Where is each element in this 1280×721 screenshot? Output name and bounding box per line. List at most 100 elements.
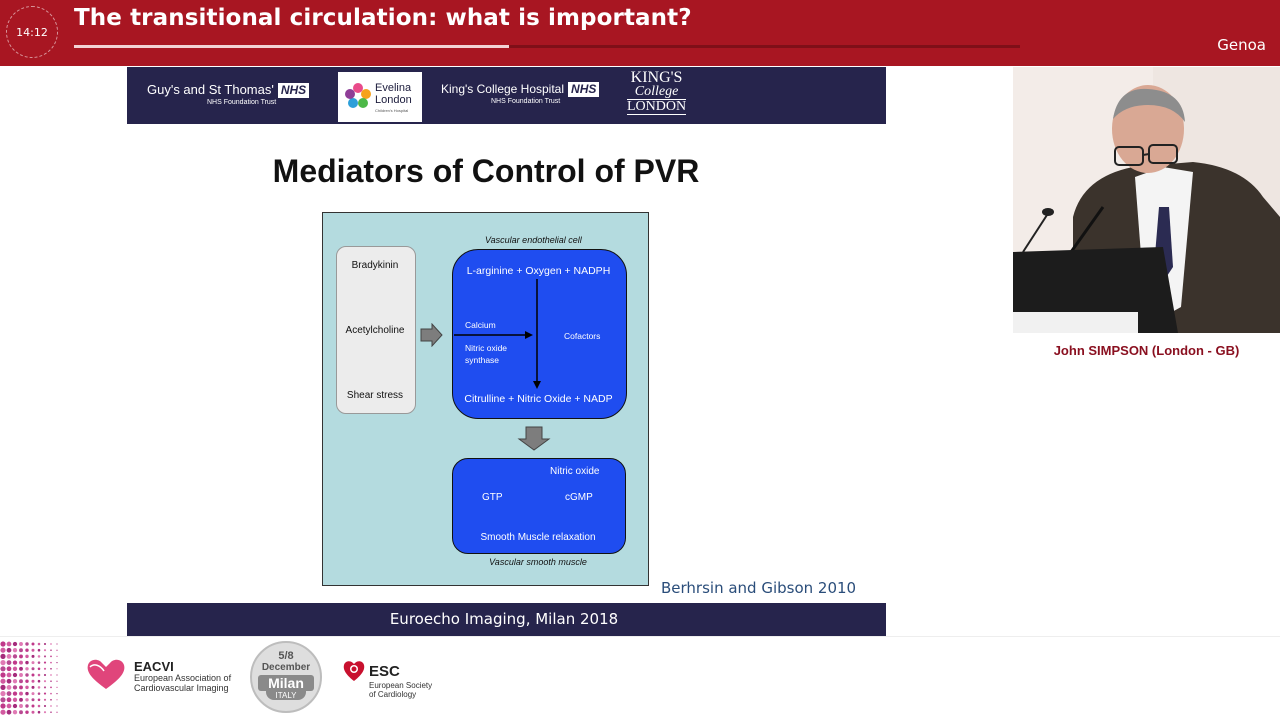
- decorative-dot: [37, 673, 41, 677]
- guys-name: Guy's and St Thomas': [147, 82, 274, 97]
- products-text: Citrulline + Nitric Oxide + NADP: [464, 393, 613, 405]
- decorative-dot: [43, 655, 47, 658]
- decorative-dot: [50, 698, 52, 701]
- mediator-shear-stress: Shear stress: [346, 390, 404, 401]
- decorative-dot: [43, 642, 47, 646]
- decorative-dot: [56, 643, 58, 645]
- decorative-dot: [37, 667, 41, 671]
- decorative-dot: [19, 673, 23, 677]
- decorative-dot: [25, 660, 29, 665]
- cgmp-text: cGMP: [565, 492, 593, 503]
- decorative-dot: [31, 679, 35, 683]
- nitric-oxide-text: Nitric oxide: [550, 466, 600, 477]
- decorative-dot: [31, 698, 35, 702]
- decorative-dot: [25, 685, 29, 690]
- decorative-dot: [6, 672, 12, 678]
- decorative-dot: [31, 654, 35, 658]
- decorative-dot: [6, 641, 12, 647]
- decorative-dot: [0, 666, 6, 672]
- decorative-dot: [19, 691, 23, 696]
- gtp-text: GTP: [482, 492, 503, 503]
- decorative-dot: [25, 704, 29, 708]
- decorative-dot: [50, 661, 52, 664]
- decorative-dot: [6, 685, 12, 690]
- decorative-dot: [19, 654, 23, 659]
- arrowhead: [525, 331, 533, 339]
- decorative-dot: [25, 673, 29, 677]
- decorative-dot: [12, 703, 18, 709]
- header-bar: 14:12 The transitional circulation: what…: [0, 0, 1280, 66]
- decorative-dot: [25, 679, 29, 683]
- decorative-dot: [12, 641, 18, 647]
- decorative-dot: [31, 648, 35, 652]
- slide-footer-text: Euroecho Imaging, Milan 2018: [389, 610, 619, 628]
- evelina-logo: Evelina London Children's Hospital: [338, 72, 422, 122]
- decorative-dot: [25, 654, 29, 659]
- flower-icon: [345, 83, 371, 108]
- endothelial-cell-label: Vascular endothelial cell: [485, 235, 582, 245]
- eacvi-subtitle: European Association of Cardiovascular I…: [134, 673, 231, 693]
- decorative-dot: [43, 680, 47, 683]
- decorative-dot: [12, 710, 18, 715]
- decorative-dot: [37, 698, 41, 702]
- nos-enzyme-text: Nitric oxide synthase: [465, 342, 507, 366]
- decorative-dot: [43, 711, 47, 714]
- decorative-dot: [6, 691, 12, 696]
- decorative-dot: [50, 643, 52, 645]
- decorative-dot: [43, 686, 47, 689]
- decorative-dot: [12, 648, 18, 653]
- decorative-dot: [37, 661, 41, 664]
- decorative-dot: [37, 648, 41, 652]
- speaker-video: [1013, 67, 1280, 333]
- decorative-dot: [50, 655, 52, 658]
- esc-subtitle: European Society of Cardiology: [369, 681, 432, 699]
- decorative-dot: [56, 661, 58, 664]
- sponsor-bar: EACVI European Association of Cardiovasc…: [0, 636, 1280, 721]
- decorative-dot: [19, 648, 23, 653]
- decorative-dot: [19, 704, 23, 708]
- kcl-line2: College: [634, 84, 679, 99]
- event-date-badge: 5/8 December Milan ITALY: [250, 641, 322, 713]
- decorative-dot: [12, 660, 18, 665]
- smooth-muscle-label: Vascular smooth muscle: [489, 557, 587, 567]
- esc-heart-icon: [343, 661, 365, 681]
- slide-footer-band: Euroecho Imaging, Milan 2018: [127, 603, 886, 636]
- endothelial-reaction-box: [452, 249, 627, 419]
- presentation-slide: Guy's and St Thomas'NHS NHS Foundation T…: [127, 67, 886, 636]
- decorative-dot: [25, 667, 29, 671]
- date-month: December: [261, 662, 311, 673]
- decorative-dot: [19, 710, 23, 715]
- eacvi-title: EACVI: [134, 659, 174, 674]
- decorative-dot: [0, 709, 6, 715]
- decorative-dot: [31, 710, 35, 714]
- decorative-dot: [6, 678, 12, 684]
- decorative-dot: [50, 649, 52, 652]
- eacvi-line1: European Association of: [134, 673, 232, 683]
- date-days: 5/8: [278, 650, 294, 662]
- decorative-dot: [56, 680, 58, 682]
- no-pathway-diagram: Vascular endothelial cell Bradykinin Ace…: [322, 212, 649, 586]
- decorative-dot: [25, 710, 29, 714]
- decorative-dot: [6, 697, 12, 703]
- evelina-line1: Evelina: [375, 82, 412, 94]
- decorative-dot: [37, 710, 41, 714]
- mediator-acetylcholine: Acetylcholine: [345, 325, 405, 336]
- reactants-text: L-arginine + Oxygen + NADPH: [466, 265, 611, 277]
- calcium-text: Calcium: [465, 320, 496, 330]
- decorative-dot: [56, 686, 58, 689]
- decorative-dot: [37, 686, 41, 689]
- relaxation-text: Smooth Muscle relaxation: [480, 532, 596, 543]
- decorative-dot-pattern: [0, 641, 58, 715]
- kcl-line1: KING'S: [630, 69, 683, 86]
- decorative-dot: [56, 674, 58, 676]
- room-name: Genoa: [1217, 36, 1266, 54]
- right-block-arrow-icon: [420, 323, 443, 347]
- decorative-dot: [37, 704, 41, 708]
- session-clock: 14:12: [6, 6, 58, 58]
- decorative-dot: [31, 667, 35, 671]
- decorative-dot: [43, 667, 47, 670]
- decorative-dot: [12, 697, 18, 702]
- decorative-dot: [31, 704, 35, 708]
- citation: Berhrsin and Gibson 2010: [661, 579, 857, 597]
